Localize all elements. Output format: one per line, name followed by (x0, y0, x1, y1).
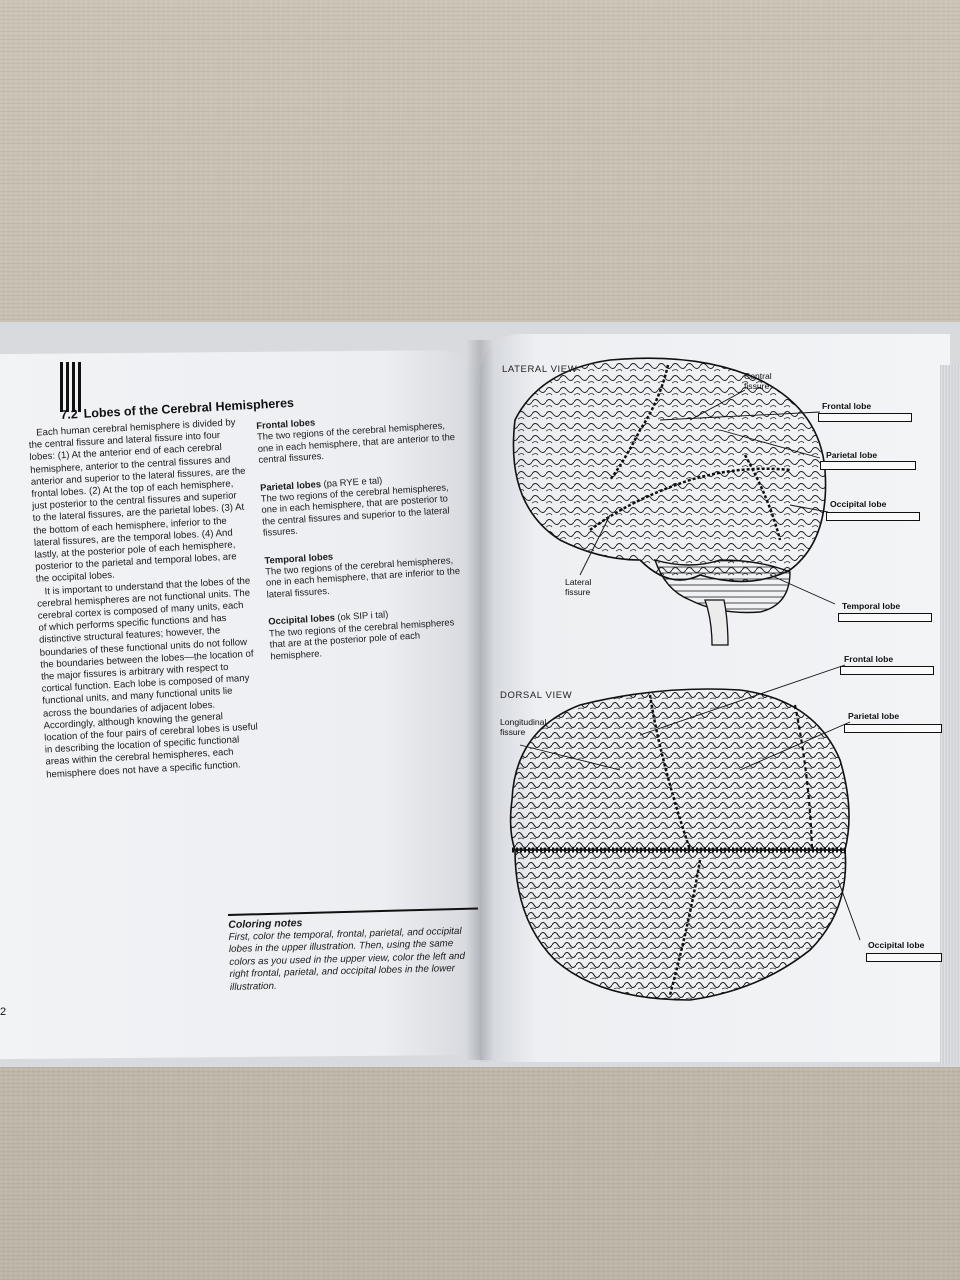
label-dorsal-parietal-lobe: Parietal lobe (848, 711, 900, 721)
color-key-box-lateral-parietal[interactable] (820, 461, 916, 470)
color-key-box-lateral-occipital[interactable] (826, 512, 920, 521)
dorsal-view-title: DORSAL VIEW (500, 690, 573, 701)
color-key-box-lateral-temporal[interactable] (838, 613, 932, 622)
color-key-box-dorsal-occipital[interactable] (866, 953, 942, 962)
color-key-box-lateral-frontal[interactable] (818, 413, 912, 422)
lateral-view-title: LATERAL VIEW (502, 364, 578, 375)
page-edges (940, 365, 960, 1065)
color-key-box-dorsal-parietal[interactable] (844, 724, 942, 733)
label-lateral-occipital-lobe: Occipital lobe (830, 499, 887, 509)
leader-lines (519, 389, 861, 941)
label-lateral-frontal-lobe: Frontal lobe (822, 401, 872, 411)
dorsal-brain-drawing (509, 688, 850, 1001)
label-dorsal-occipital-lobe: Occipital lobe (868, 940, 925, 950)
page-number: 2 (0, 1006, 7, 1018)
color-key-box-dorsal-frontal[interactable] (840, 666, 934, 675)
book-spine (466, 340, 494, 1060)
lateral-brain-drawing (512, 357, 827, 646)
label-dorsal-frontal-lobe: Frontal lobe (844, 654, 894, 664)
label-lateral-temporal-lobe: Temporal lobe (842, 601, 901, 611)
label-lateral-fissure: Lateral fissure (565, 577, 592, 597)
label-longitudinal-fissure: Longitudinal fissure (500, 717, 547, 737)
label-central-fissure: Central fissure (744, 371, 772, 391)
label-lateral-parietal-lobe: Parietal lobe (826, 450, 878, 460)
